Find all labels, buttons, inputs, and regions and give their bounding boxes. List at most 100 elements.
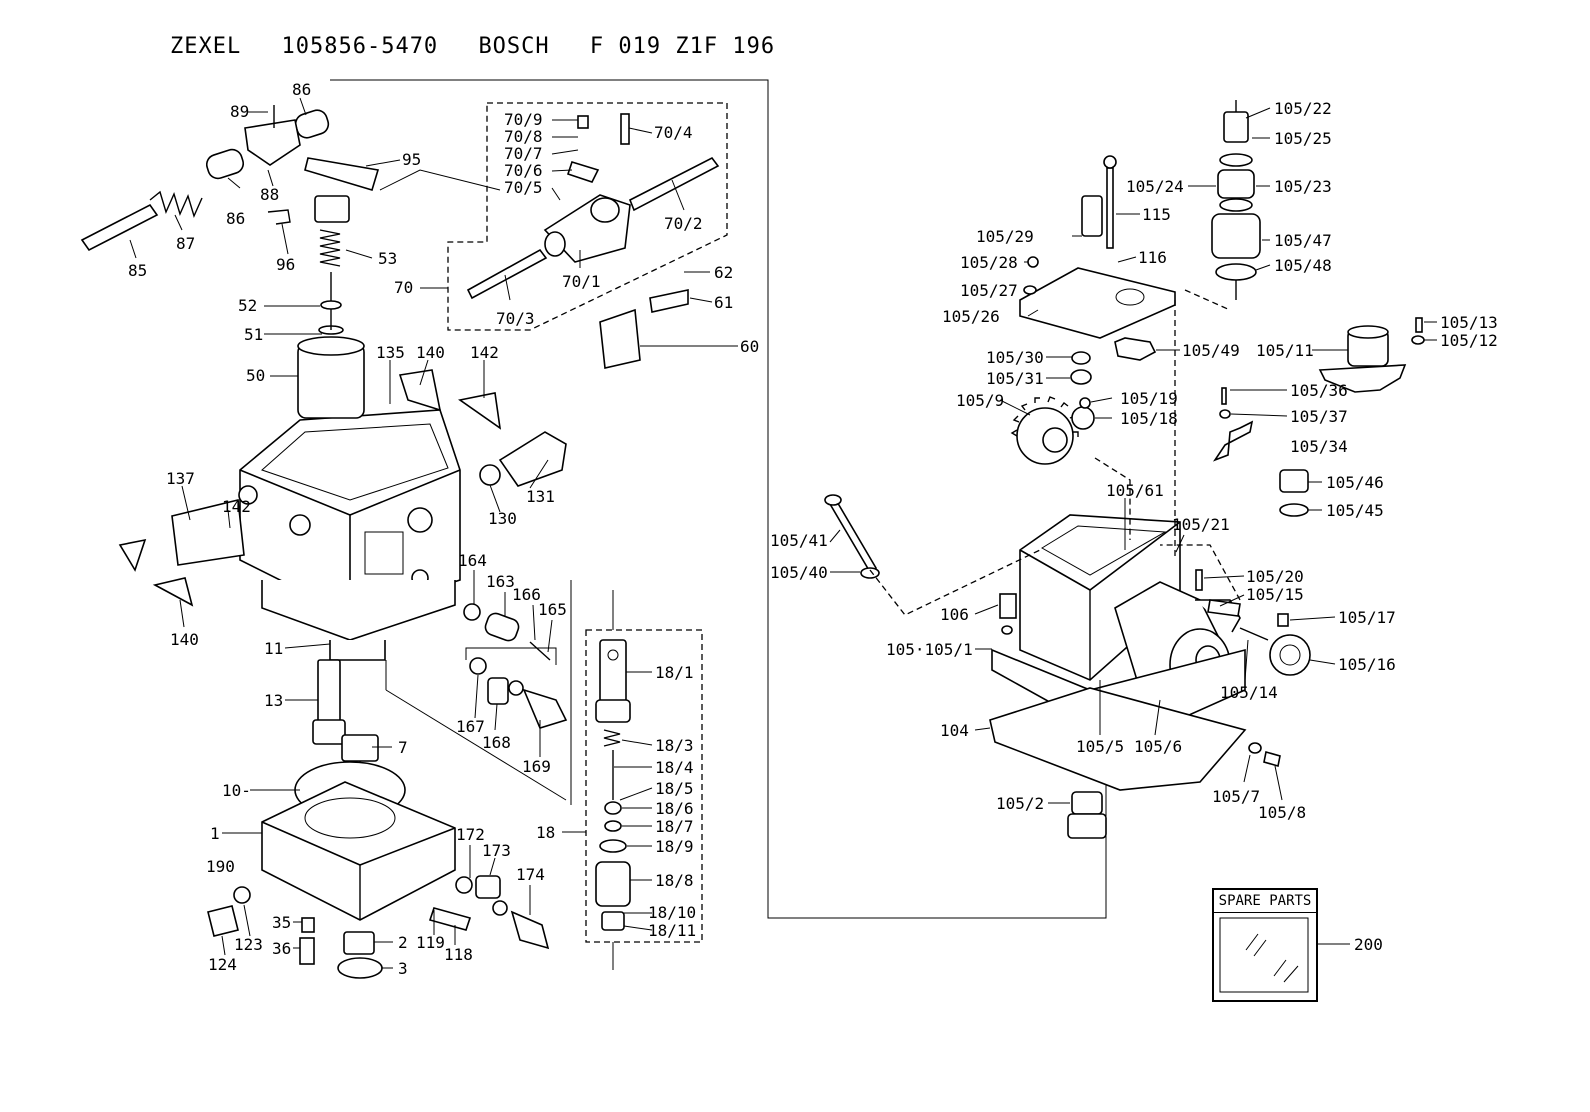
callout-18-7: 18/7 xyxy=(655,817,694,836)
callout-18-6: 18/6 xyxy=(655,799,694,818)
callout-70-9: 70/9 xyxy=(504,110,543,129)
callout-174: 174 xyxy=(516,865,545,884)
callout-1: 1 xyxy=(210,824,220,843)
callout-60: 60 xyxy=(740,337,759,356)
callout-140-bottom: 140 xyxy=(170,630,199,649)
header-brand-bosch: BOSCH xyxy=(478,34,550,59)
glass-sheet-icon xyxy=(1219,917,1309,993)
callout-163: 163 xyxy=(486,572,515,591)
callout-105-28: 105/28 xyxy=(960,253,1018,272)
callout-35: 35 xyxy=(272,913,291,932)
callout-142-top: 142 xyxy=(470,343,499,362)
callout-62: 62 xyxy=(714,263,733,282)
callout-105-14: 105/14 xyxy=(1220,683,1278,702)
assembly-connection-line xyxy=(330,79,1107,919)
callout-105-21: 105/21 xyxy=(1172,515,1230,534)
callout-105-15: 105/15 xyxy=(1246,585,1304,604)
callout-105-49: 105/49 xyxy=(1182,341,1240,360)
callout-105-41: 105/41 xyxy=(770,531,828,550)
callout-18: 18 xyxy=(536,823,555,842)
callout-70-3: 70/3 xyxy=(496,309,535,328)
callout-104: 104 xyxy=(940,721,969,740)
callout-105-23: 105/23 xyxy=(1274,177,1332,196)
callout-105-105-1: 105·105/1 xyxy=(886,640,973,659)
diagram-header: ZEXEL 105856-5470 BOSCH F 019 Z1F 196 xyxy=(170,34,801,59)
callout-105-19: 105/19 xyxy=(1120,389,1178,408)
callout-61: 61 xyxy=(714,293,733,312)
callout-105-11: 105/11 xyxy=(1256,341,1314,360)
callout-118: 118 xyxy=(444,945,473,964)
callout-105-8: 105/8 xyxy=(1258,803,1306,822)
pump-body-drawing xyxy=(80,105,568,979)
callout-70-1: 70/1 xyxy=(562,272,601,291)
callout-105-12: 105/12 xyxy=(1440,331,1498,350)
callout-142-left: 142 xyxy=(222,497,251,516)
callout-164: 164 xyxy=(458,551,487,570)
callout-140-top: 140 xyxy=(416,343,445,362)
callout-95: 95 xyxy=(402,150,421,169)
callout-105-22: 105/22 xyxy=(1274,99,1332,118)
callout-137: 137 xyxy=(166,469,195,488)
callout-105-48: 105/48 xyxy=(1274,256,1332,275)
callout-106: 106 xyxy=(940,605,969,624)
leader-lines xyxy=(129,97,1437,970)
callout-18-4: 18/4 xyxy=(655,758,694,777)
callout-172: 172 xyxy=(456,825,485,844)
callout-165: 165 xyxy=(538,600,567,619)
callout-105-40: 105/40 xyxy=(770,563,828,582)
governor-dashed-links xyxy=(869,289,1241,616)
callout-124: 124 xyxy=(208,955,237,974)
callout-18-1: 18/1 xyxy=(655,663,694,682)
callout-18-3: 18/3 xyxy=(655,736,694,755)
callout-105-16: 105/16 xyxy=(1338,655,1396,674)
callout-105-6: 105/6 xyxy=(1134,737,1182,756)
callout-53: 53 xyxy=(378,249,397,268)
callout-87: 87 xyxy=(176,234,195,253)
callout-190: 190 xyxy=(206,857,235,876)
callout-105-34: 105/34 xyxy=(1290,437,1348,456)
callout-86-bottom: 86 xyxy=(226,209,245,228)
callout-70-4: 70/4 xyxy=(654,123,693,142)
header-brand-zexel: ZEXEL xyxy=(170,34,242,59)
callout-18-5: 18/5 xyxy=(655,779,694,798)
callout-85: 85 xyxy=(128,261,147,280)
callout-105-17: 105/17 xyxy=(1338,608,1396,627)
spare-parts-box: SPARE PARTS xyxy=(1212,888,1318,1002)
callout-88: 88 xyxy=(260,185,279,204)
callout-105-45: 105/45 xyxy=(1326,501,1384,520)
callout-70-6: 70/6 xyxy=(504,161,543,180)
callout-105-47: 105/47 xyxy=(1274,231,1332,250)
callout-130: 130 xyxy=(488,509,517,528)
callout-96: 96 xyxy=(276,255,295,274)
callout-labels: 89 86 95 88 86 87 85 96 53 52 51 50 135 … xyxy=(128,80,1498,978)
callout-105-18: 105/18 xyxy=(1120,409,1178,428)
callout-70-2: 70/2 xyxy=(664,214,703,233)
callout-105-29: 105/29 xyxy=(976,227,1034,246)
callout-169: 169 xyxy=(522,757,551,776)
assembly-18-boundary xyxy=(585,629,703,943)
callout-168: 168 xyxy=(482,733,511,752)
callout-123: 123 xyxy=(234,935,263,954)
callout-116: 116 xyxy=(1138,248,1167,267)
callout-173: 173 xyxy=(482,841,511,860)
governor-drawing xyxy=(824,100,1425,839)
callout-105-5: 105/5 xyxy=(1076,737,1124,756)
callout-2: 2 xyxy=(398,933,408,952)
callout-7: 7 xyxy=(398,738,408,757)
callout-166: 166 xyxy=(512,585,541,604)
callout-70-8: 70/8 xyxy=(504,127,543,146)
callout-200: 200 xyxy=(1354,935,1383,954)
callout-18-11: 18/11 xyxy=(648,921,696,940)
callout-105-20: 105/20 xyxy=(1246,567,1304,586)
callout-70-5: 70/5 xyxy=(504,178,543,197)
callout-105-7: 105/7 xyxy=(1212,787,1260,806)
callout-105-2: 105/2 xyxy=(996,794,1044,813)
callout-105-46: 105/46 xyxy=(1326,473,1384,492)
callout-70-7: 70/7 xyxy=(504,144,543,163)
callout-50: 50 xyxy=(246,366,265,385)
callout-70: 70 xyxy=(394,278,413,297)
callout-3: 3 xyxy=(398,959,408,978)
callout-18-8: 18/8 xyxy=(655,871,694,890)
callout-36: 36 xyxy=(272,939,291,958)
